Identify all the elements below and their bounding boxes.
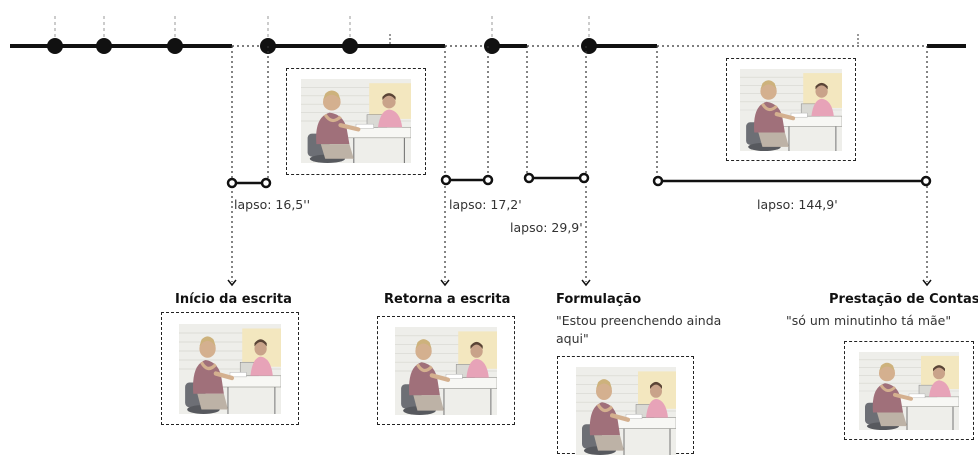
event-quote-formulacao: "Estou preenchendo ainda aqui" bbox=[556, 313, 722, 346]
event-title-prestacao: Prestação de Contas bbox=[829, 292, 978, 307]
lapse-label-3: lapso: 29,9' bbox=[510, 220, 583, 235]
photo-frame-prestacao bbox=[844, 341, 974, 440]
lapse-label-1: lapso: 16,5'' bbox=[234, 197, 311, 212]
timeline-event-dots bbox=[47, 38, 597, 54]
interval-endpoint bbox=[260, 177, 272, 189]
interval-endpoint bbox=[440, 174, 452, 186]
lapse-intervals bbox=[226, 172, 932, 189]
lapse-label-2: lapso: 17,2' bbox=[449, 197, 522, 212]
event-dot bbox=[167, 38, 183, 54]
scene-photo bbox=[576, 367, 676, 455]
photo-frame-top-2 bbox=[726, 58, 856, 161]
photo-frame-formulacao bbox=[557, 356, 694, 455]
event-dot bbox=[581, 38, 597, 54]
interval-endpoint bbox=[652, 175, 664, 187]
interval-endpoint bbox=[920, 175, 932, 187]
event-title-inicio: Início da escrita bbox=[175, 292, 292, 307]
lapse-label-4: lapso: 144,9' bbox=[757, 197, 838, 212]
vertical-connectors bbox=[231, 46, 928, 282]
photo-frame-retorna bbox=[377, 316, 515, 425]
event-dot bbox=[96, 38, 112, 54]
interval-endpoint bbox=[578, 172, 590, 184]
interval-endpoint bbox=[482, 174, 494, 186]
interval-endpoint bbox=[226, 177, 238, 189]
event-quote-prestacao: "só um minutinho tá mãe" bbox=[786, 313, 952, 328]
scene-photo bbox=[395, 327, 497, 415]
photo-frame-top-1 bbox=[286, 68, 426, 175]
event-dot bbox=[47, 38, 63, 54]
interval-endpoint bbox=[523, 172, 535, 184]
event-title-retorna: Retorna a escrita bbox=[384, 292, 511, 307]
scene-photo bbox=[301, 79, 411, 163]
timeline-ticks bbox=[54, 16, 590, 44]
photo-frame-inicio bbox=[161, 312, 299, 425]
scene-photo bbox=[859, 352, 959, 430]
event-title-formulacao: Formulação bbox=[556, 292, 642, 307]
arrow-heads bbox=[227, 279, 932, 287]
timeline-small-marks bbox=[389, 34, 859, 46]
scene-photo bbox=[179, 324, 281, 414]
scene-photo bbox=[740, 69, 842, 151]
event-dot bbox=[342, 38, 358, 54]
event-dot bbox=[484, 38, 500, 54]
